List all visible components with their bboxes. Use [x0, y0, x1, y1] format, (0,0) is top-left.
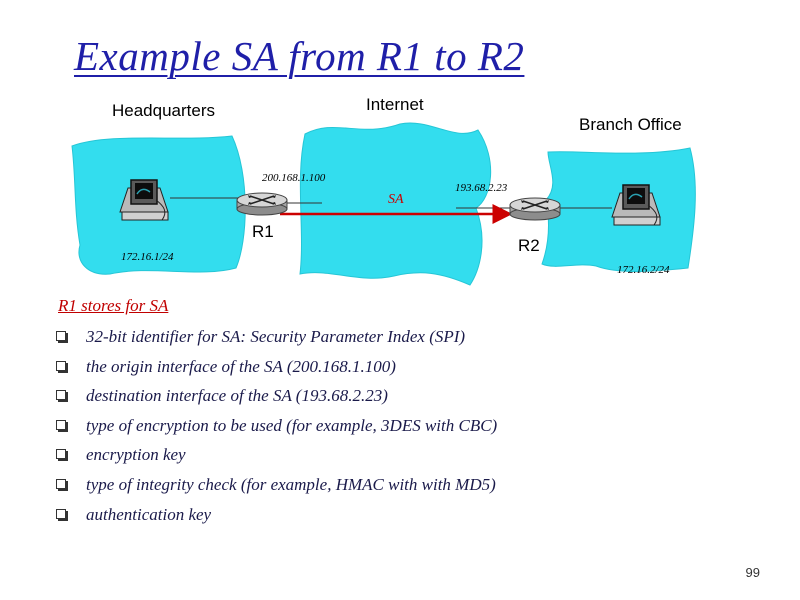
checkbox-bullet-icon	[56, 390, 66, 401]
list-item: destination interface of the SA (193.68.…	[56, 381, 497, 411]
list-item-text: type of integrity check (for example, HM…	[86, 474, 496, 494]
checkbox-bullet-icon	[56, 508, 66, 519]
r2-ip-label: 193.68.2.23	[455, 182, 508, 194]
list-item-text: destination interface of the SA (193.68.…	[86, 386, 388, 406]
hq-subnet-label: 172.16.1/24	[121, 251, 174, 263]
list-item-text: authentication key	[86, 504, 212, 524]
sa-label: SA	[388, 192, 404, 207]
list-item: type of encryption to be used (for examp…	[56, 411, 497, 441]
checkbox-bullet-icon	[56, 360, 66, 371]
slide-title: Example SA from R1 to R2	[74, 33, 525, 79]
r1-ip-label: 200.168.1.100	[262, 172, 326, 184]
headquarters-label: Headquarters	[112, 101, 215, 120]
list-item: 32-bit identifier for SA: Security Param…	[56, 322, 497, 352]
sa-attribute-list: 32-bit identifier for SA: Security Param…	[56, 322, 497, 529]
internet-label: Internet	[366, 95, 424, 114]
branch-subnet-label: 172.16.2/24	[617, 264, 670, 276]
list-item: encryption key	[56, 440, 497, 470]
checkbox-bullet-icon	[56, 478, 66, 489]
checkbox-bullet-icon	[56, 419, 66, 430]
branch-office-label: Branch Office	[579, 115, 682, 134]
checkbox-bullet-icon	[56, 331, 66, 341]
list-item: the origin interface of the SA (200.168.…	[56, 352, 497, 382]
list-item-text: 32-bit identifier for SA: Security Param…	[86, 327, 466, 346]
r1-label: R1	[252, 222, 274, 241]
branch-computer-icon	[611, 184, 661, 226]
page-number: 99	[745, 565, 760, 580]
r2-label: R2	[518, 236, 540, 255]
list-item-text: type of encryption to be used (for examp…	[86, 415, 498, 435]
hq-computer-icon	[119, 179, 169, 221]
list-item-text: the origin interface of the SA (200.168.…	[86, 356, 396, 376]
list-item: type of integrity check (for example, HM…	[56, 470, 497, 500]
checkbox-bullet-icon	[56, 449, 66, 460]
internet-cloud	[299, 122, 492, 286]
sa-list-heading: R1 stores for SA	[58, 296, 169, 315]
router-r2-icon	[509, 197, 561, 221]
list-item-text: encryption key	[86, 445, 186, 465]
router-r1-icon	[236, 192, 288, 216]
list-item: authentication key	[56, 500, 497, 530]
